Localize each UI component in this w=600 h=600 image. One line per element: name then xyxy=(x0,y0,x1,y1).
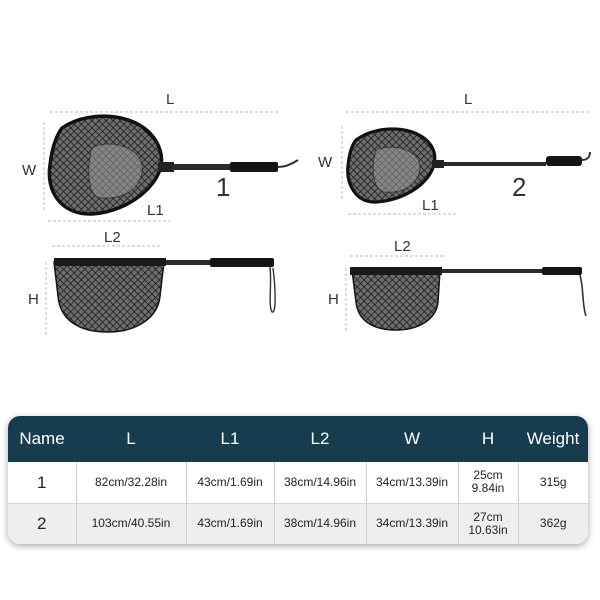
net-2-width-label: W xyxy=(318,154,333,171)
net-2-top-view: L W L1 2 xyxy=(318,91,591,215)
cell-h: 27cm 10.63in xyxy=(457,502,518,544)
net-2-l1-label: L1 xyxy=(422,197,439,214)
cell-h-cm: 27cm xyxy=(473,509,503,524)
cell-w: 34cm/13.39in xyxy=(365,462,458,503)
cell-weight: 362g xyxy=(517,502,588,544)
net-1-width-label: W xyxy=(22,162,37,179)
net-1-side-view: L2 H xyxy=(28,229,276,336)
net-2-number: 2 xyxy=(512,172,526,202)
cell-l: 82cm/32.28in xyxy=(75,462,186,503)
net-1-l2-label: L2 xyxy=(104,229,121,246)
cell-name: 2 xyxy=(8,502,76,544)
column-header-h: H xyxy=(458,416,518,462)
column-header-w: W xyxy=(366,416,458,462)
net-1-height-label: H xyxy=(28,291,39,308)
cell-h: 25cm 9.84in xyxy=(457,462,518,503)
column-header-name: Name xyxy=(8,416,76,462)
net-1-length-label: L xyxy=(166,91,174,108)
cell-h-cm: 25cm xyxy=(473,468,503,483)
cell-l2: 38cm/14.96in xyxy=(273,502,366,544)
table-header-row: Name L L1 L2 W H Weight xyxy=(8,416,588,462)
cell-weight: 315g xyxy=(517,462,588,503)
spec-table: Name L L1 L2 W H Weight 1 82cm/32.28in 4… xyxy=(8,416,588,544)
column-header-l: L xyxy=(76,416,186,462)
column-header-l2: L2 xyxy=(274,416,366,462)
net-2-side-view: L2 H xyxy=(328,238,587,332)
net-2-l2-label: L2 xyxy=(394,238,411,255)
net-1-number: 1 xyxy=(216,172,230,202)
cell-w: 34cm/13.39in xyxy=(365,502,458,544)
cell-l1: 43cm/1.69in xyxy=(185,502,274,544)
cell-h-in: 10.63in xyxy=(468,522,508,537)
net-2-length-label: L xyxy=(464,91,472,108)
cell-name: 1 xyxy=(8,462,76,503)
net-1-top-view: L W L1 1 xyxy=(22,91,299,222)
net-2-height-label: H xyxy=(328,291,339,308)
net-1-l1-label: L1 xyxy=(147,202,164,219)
column-header-weight: Weight xyxy=(518,416,588,462)
column-header-l1: L1 xyxy=(186,416,274,462)
landing-net-dimension-diagram: L W L1 1 L W L1 2 L2 H xyxy=(22,91,591,336)
table-row: 2 103cm/40.55in 43cm/1.69in 38cm/14.96in… xyxy=(8,502,588,544)
cell-l: 103cm/40.55in xyxy=(75,502,186,544)
table-row: 1 82cm/32.28in 43cm/1.69in 38cm/14.96in … xyxy=(8,462,588,503)
cell-l1: 43cm/1.69in xyxy=(185,462,274,503)
cell-l2: 38cm/14.96in xyxy=(273,462,366,503)
spec-table-card: Name L L1 L2 W H Weight 1 82cm/32.28in 4… xyxy=(8,416,588,544)
cell-h-in: 9.84in xyxy=(471,481,505,496)
